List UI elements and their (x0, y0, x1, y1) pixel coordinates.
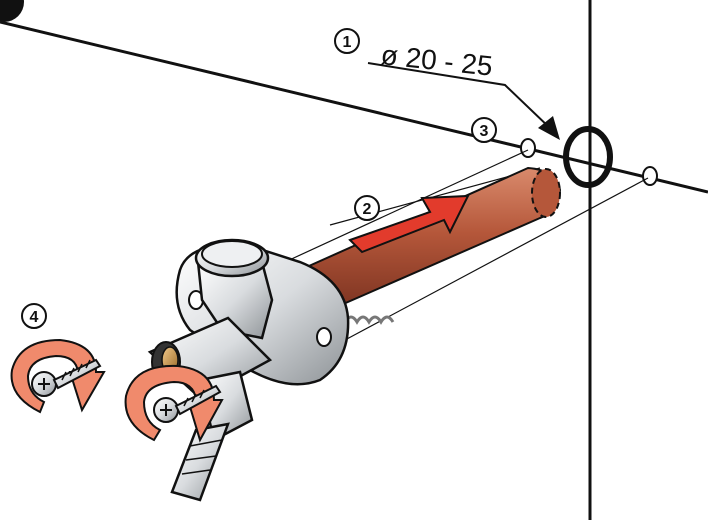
screw-icon (31, 358, 102, 397)
screw-icon (153, 384, 222, 423)
step-4-number: 4 (30, 309, 39, 326)
step-3-number: 3 (480, 123, 489, 140)
leader-arrowhead (538, 116, 560, 140)
step-1-number: 1 (343, 34, 352, 51)
wall-screw-hole-upper (520, 138, 536, 158)
step-1-badge (334, 28, 360, 54)
flange-screw-hole-bottom (316, 327, 332, 347)
tap-body (147, 238, 274, 502)
wall-hole (563, 126, 613, 188)
clockwise-rotation-icon (124, 364, 224, 443)
step-4-callout: 4 (21, 303, 47, 329)
wall-screw-hole-lower (642, 166, 658, 186)
step-2-badge (354, 195, 380, 221)
hose-nozzle (170, 422, 230, 502)
step-4-badge (21, 303, 47, 329)
step-3-callout: 3 (471, 117, 658, 186)
step-2-number: 2 (363, 201, 372, 218)
hole-diameter-label: ø 20 - 25 (379, 39, 494, 82)
insert-arrow-icon (348, 194, 470, 254)
copper-pipe (298, 166, 562, 314)
step-1-callout: 1 ø 20 - 25 (334, 28, 560, 140)
corner-badge (0, 0, 24, 22)
clockwise-rotation-icon (10, 338, 106, 414)
step-2-callout: 2 (348, 194, 470, 254)
step-3-badge (471, 117, 497, 143)
leader-line (367, 62, 553, 131)
